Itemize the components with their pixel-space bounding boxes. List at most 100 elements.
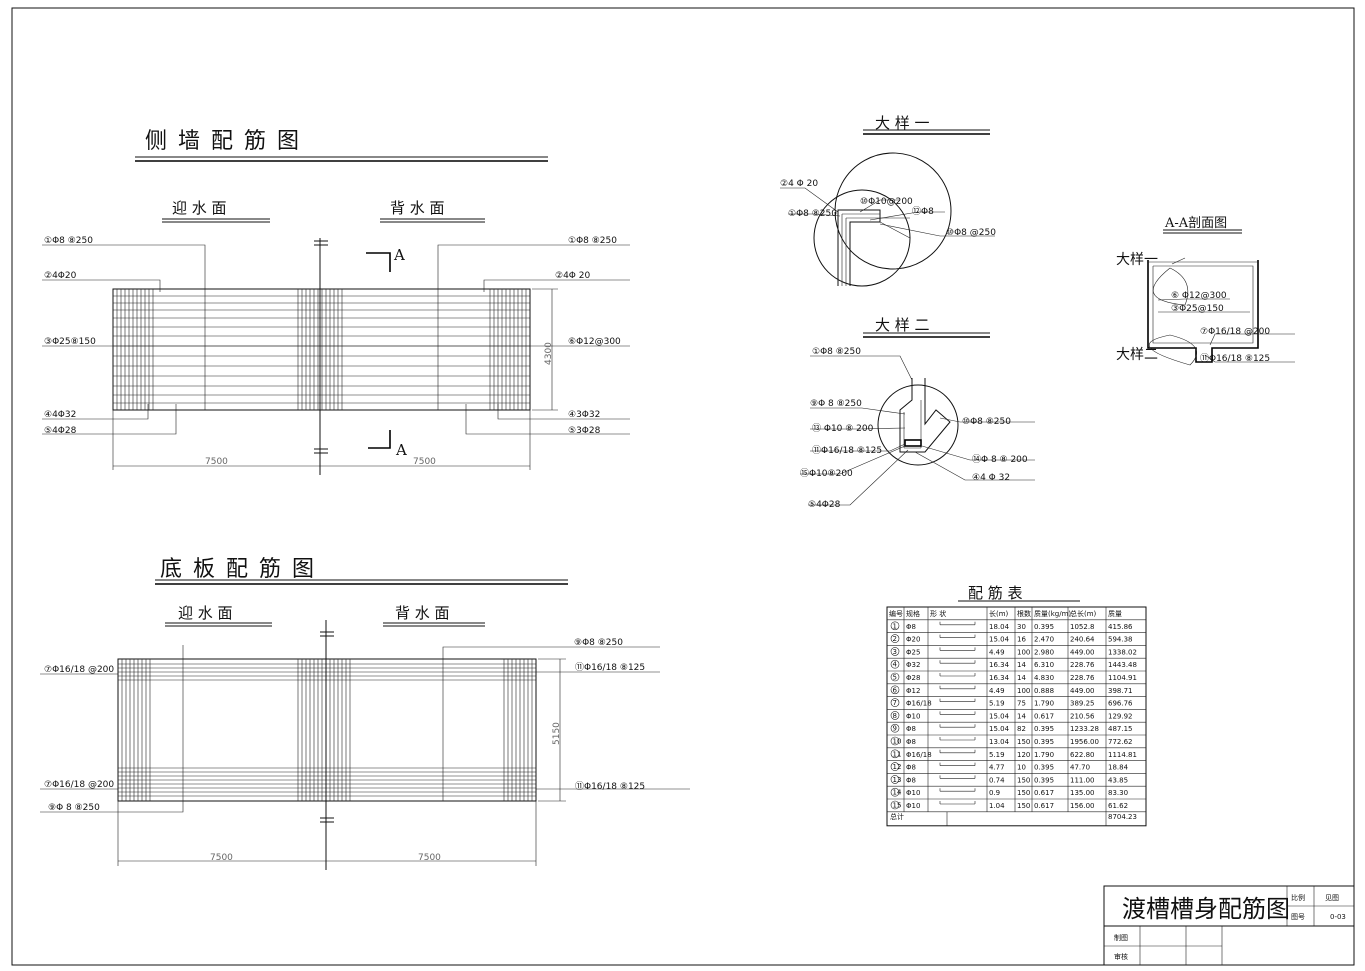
- table-cell-spec: Φ8: [906, 725, 916, 733]
- table-cell: 2.470: [1034, 636, 1054, 644]
- table-cell: 15.04: [989, 636, 1010, 644]
- drawing-title: 渡槽槽身配筋图: [1122, 895, 1290, 923]
- table-cell: 150: [1017, 738, 1030, 746]
- table-cell: 83.30: [1108, 789, 1128, 797]
- table-cell: 1443.48: [1108, 661, 1137, 669]
- table-id-circle: [890, 775, 900, 784]
- table-cell: 47.70: [1070, 764, 1090, 772]
- side-wall-title: 侧 墙 配 筋 图: [145, 129, 301, 154]
- table-cell-spec: Φ16/18: [906, 751, 932, 759]
- detail-2-circle: [877, 384, 959, 466]
- table-id-circle: [890, 685, 900, 695]
- bp-width-dim: 5150: [552, 722, 562, 745]
- table-cell: 0.395: [1034, 725, 1054, 733]
- table-cell-id: 8: [893, 712, 897, 720]
- side-wall-upstream-label: 迎 水 面: [172, 199, 227, 217]
- table-cell: 30: [1017, 623, 1026, 631]
- table-cell-id: 5: [893, 674, 897, 682]
- table-cell: 1114.81: [1108, 751, 1137, 759]
- table-cell: 4.49: [989, 687, 1005, 695]
- table-cell: 594.38: [1108, 636, 1133, 644]
- table-cell: 1.790: [1034, 700, 1054, 708]
- table-cell: 15.04: [989, 712, 1010, 720]
- sw-label-l1: ①Φ8 ⑧250: [44, 236, 93, 246]
- bp-downstream-label: 背 水 面: [395, 604, 450, 622]
- d2-label-c: ⑬ Φ10 ⑧ 200: [812, 423, 874, 434]
- table-cell: 156.00: [1070, 802, 1095, 810]
- d2-label-b: ⑨Φ 8 ⑧250: [810, 399, 862, 409]
- table-cell: 13.04: [989, 738, 1010, 746]
- bp-label-r2: ⑪Φ16/18 ⑧125: [575, 662, 645, 673]
- table-cell: 100: [1017, 648, 1030, 656]
- table-cell: 14: [1017, 674, 1026, 682]
- table-cell-spec: Φ32: [906, 661, 920, 669]
- table-id-circle: [890, 634, 900, 643]
- d2-label-h: ⑭Φ 8 ⑧ 200: [972, 454, 1028, 465]
- table-id-circle: [890, 723, 900, 733]
- table-cell: 0.74: [989, 776, 1005, 784]
- table-cell-id: 6: [893, 686, 898, 694]
- table-cell: 622.80: [1070, 751, 1095, 759]
- table-cell: 16: [1017, 636, 1026, 644]
- detail-2-title: 大 样 二: [875, 316, 930, 334]
- sw-label-l4: ④4Φ32: [44, 410, 76, 420]
- table-cell-spec: Φ10: [906, 789, 920, 797]
- d2-label-f: ⑤4Φ28: [808, 500, 841, 510]
- table-cell: 398.71: [1108, 687, 1133, 695]
- table-cell: 1956.00: [1070, 738, 1099, 746]
- section-mark-bottom: A: [395, 441, 407, 459]
- bp-len-right: 7500: [418, 853, 441, 863]
- table-id-circle: [890, 698, 900, 707]
- table-cell: 10: [1017, 764, 1026, 772]
- d1-label-d: ⑫Φ8: [912, 206, 934, 217]
- d2-label-i: ④4 Φ 32: [972, 473, 1010, 483]
- table-id-circle: [890, 787, 900, 797]
- table-cell: 5.19: [989, 751, 1005, 759]
- table-cell: 2.980: [1034, 648, 1054, 656]
- table-cell: 16.34: [989, 674, 1010, 682]
- section-aa-drawing: A-A剖面图 大样一 大样二 ⑥ Φ12@300 ③Φ25@150 ⑦Φ16/1…: [1116, 216, 1295, 366]
- table-cell-spec: Φ8: [906, 623, 916, 631]
- rebar-total-label: 总计: [890, 812, 904, 821]
- table-cell: 18.04: [989, 623, 1010, 631]
- table-header: 质量(kg/m): [1034, 609, 1071, 618]
- table-id-circle: [890, 736, 900, 746]
- base-plate-drawing: 底 板 配 筋 图 迎 水 面 背 水 面 ⑦Φ16/18 @200 ⑦Φ16/…: [40, 557, 690, 870]
- table-cell-spec: Φ16/18: [906, 700, 932, 708]
- table-header: 规格: [906, 609, 920, 618]
- table-cell: 240.64: [1070, 636, 1095, 644]
- table-cell: 43.85: [1108, 776, 1128, 784]
- sw-label-r3: ⑥Φ12@300: [568, 337, 621, 347]
- table-cell: 0.395: [1034, 776, 1054, 784]
- table-cell: 0.888: [1034, 687, 1054, 695]
- scale-value: 见图: [1325, 894, 1339, 902]
- d1-label-c: ⑩Φ10@200: [860, 197, 913, 207]
- checked-by-label: 审核: [1114, 952, 1128, 961]
- table-header: 根数: [1017, 609, 1031, 618]
- table-cell-spec: Φ28: [906, 674, 920, 682]
- sw-label-l5: ⑤4Φ28: [44, 426, 77, 436]
- table-cell: 228.76: [1070, 674, 1095, 682]
- table-cell-spec: Φ10: [906, 712, 920, 720]
- sw-label-r1: ①Φ8 ⑧250: [568, 236, 617, 246]
- table-id-circle: [890, 659, 900, 669]
- section-title: A-A剖面图: [1164, 216, 1227, 231]
- table-cell: 1338.02: [1108, 648, 1137, 656]
- table-cell-spec: Φ8: [906, 738, 916, 746]
- table-cell-spec: Φ20: [906, 636, 920, 644]
- table-cell: 82: [1017, 725, 1026, 733]
- table-header: 总长(m): [1070, 609, 1097, 618]
- table-id-circle: [890, 647, 900, 656]
- bp-upstream-label: 迎 水 面: [178, 604, 233, 622]
- table-cell-id: 15: [893, 802, 902, 810]
- table-id-circle: [890, 800, 900, 810]
- table-id-circle: [890, 711, 900, 720]
- table-cell: 5.19: [989, 700, 1005, 708]
- table-id-circle: [890, 621, 900, 631]
- table-cell: 487.15: [1108, 725, 1133, 733]
- sw-label-r2: ②4Φ 20: [555, 271, 590, 281]
- table-cell-id: 1: [893, 622, 897, 630]
- rebar-table: 配 筋 表 总计 8704.23 编号规格形 状长(m)根数质量(kg/m)总长…: [886, 584, 1147, 827]
- table-cell: 150: [1017, 789, 1030, 797]
